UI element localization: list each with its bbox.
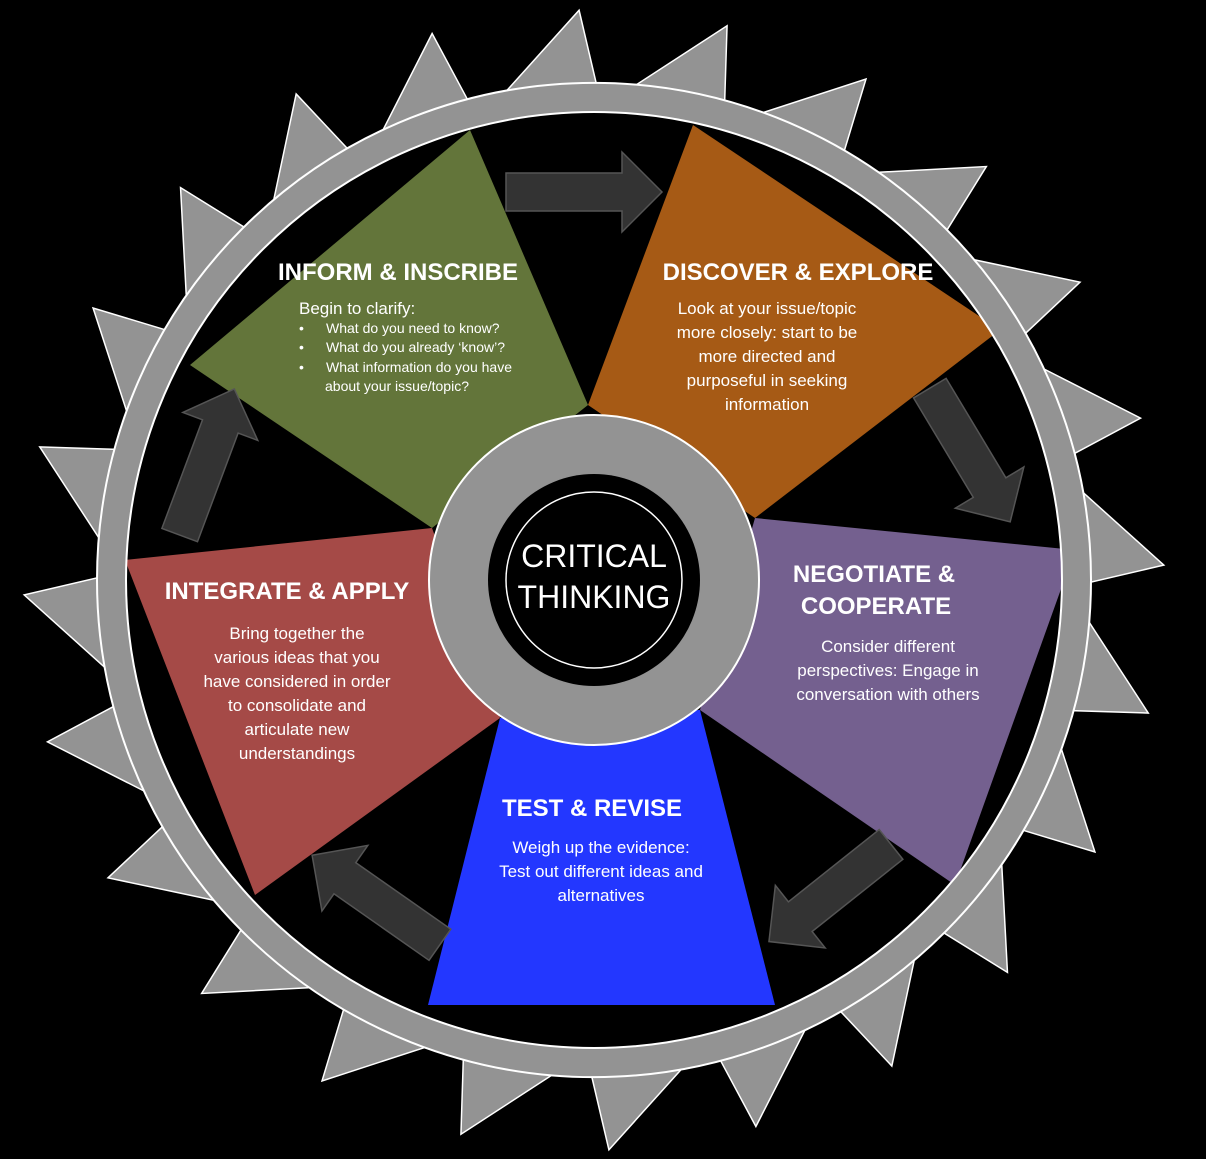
hub-inner-line <box>505 491 683 669</box>
outer-ring <box>95 82 1093 1078</box>
svg-text:articulate new: articulate new <box>245 720 351 739</box>
svg-text:Test out different ideas and: Test out different ideas and <box>499 862 703 881</box>
inform-bullet-1: What do you need to know? <box>326 320 500 336</box>
segment-negotiate-cooperate <box>700 518 1075 885</box>
inform-intro: Begin to clarify: <box>299 299 415 318</box>
test-description: Weigh up the evidence: Test out differen… <box>499 838 703 905</box>
segment-integrate-apply <box>125 528 500 895</box>
inform-bullet-1-marker: • <box>299 320 304 336</box>
segment-test-revise <box>428 710 775 1005</box>
gear-teeth <box>22 8 1166 1152</box>
inform-bullet-2: What do you already ‘know’? <box>326 339 505 355</box>
inform-bullet-3-marker: • <box>299 359 304 375</box>
arrow-test-to-integrate-icon <box>311 844 452 962</box>
inform-bullet-2-marker: • <box>299 339 304 355</box>
svg-text:Consider different: Consider different <box>821 637 955 656</box>
svg-text:more directed and: more directed and <box>698 347 835 366</box>
svg-text:have considered in order: have considered in order <box>203 672 390 691</box>
svg-text:to consolidate and: to consolidate and <box>228 696 366 715</box>
svg-text:Look at your issue/topic: Look at your issue/topic <box>678 299 857 318</box>
inform-bullet-3-cont: about your issue/topic? <box>325 378 469 394</box>
negotiate-title-line2: COOPERATE <box>801 593 951 620</box>
arrow-integrate-to-inform-icon <box>160 387 260 543</box>
inform-title: INFORM & INSCRIBE <box>278 259 518 286</box>
svg-text:Bring together the: Bring together the <box>229 624 364 643</box>
inform-bullet-3: What information do you have <box>326 359 512 375</box>
integrate-description: Bring together the various ideas that yo… <box>203 624 390 763</box>
svg-text:perspectives: Engage in: perspectives: Engage in <box>797 661 978 680</box>
cycle-arrows <box>160 150 1026 962</box>
center-label-line2: THINKING <box>518 579 671 615</box>
integrate-title: INTEGRATE & APPLY <box>165 578 409 605</box>
svg-text:various ideas that you: various ideas that you <box>214 648 379 667</box>
svg-text:information: information <box>725 395 809 414</box>
negotiate-description: Consider different perspectives: Engage … <box>796 637 979 704</box>
arrow-discover-to-negotiate-icon <box>912 377 1026 523</box>
svg-text:alternatives: alternatives <box>558 886 645 905</box>
discover-title: DISCOVER & EXPLORE <box>663 259 934 286</box>
svg-text:purposeful in seeking: purposeful in seeking <box>687 371 848 390</box>
test-title: TEST & REVISE <box>502 795 682 822</box>
negotiate-title-line1: NEGOTIATE & <box>793 561 955 588</box>
arrow-negotiate-to-test-icon <box>768 828 904 949</box>
segment-inform-inscribe <box>190 130 588 528</box>
hub-core <box>488 474 700 686</box>
center-label-line1: CRITICAL <box>521 538 667 574</box>
discover-description: Look at your issue/topic more closely: s… <box>677 299 857 414</box>
svg-text:more closely: start to be: more closely: start to be <box>677 323 857 342</box>
svg-text:conversation with others: conversation with others <box>796 685 979 704</box>
arrow-inform-to-discover-icon <box>505 150 664 234</box>
svg-text:understandings: understandings <box>239 744 355 763</box>
segment-discover-explore <box>588 125 1000 518</box>
svg-text:Weigh up the evidence:: Weigh up the evidence: <box>512 838 689 857</box>
